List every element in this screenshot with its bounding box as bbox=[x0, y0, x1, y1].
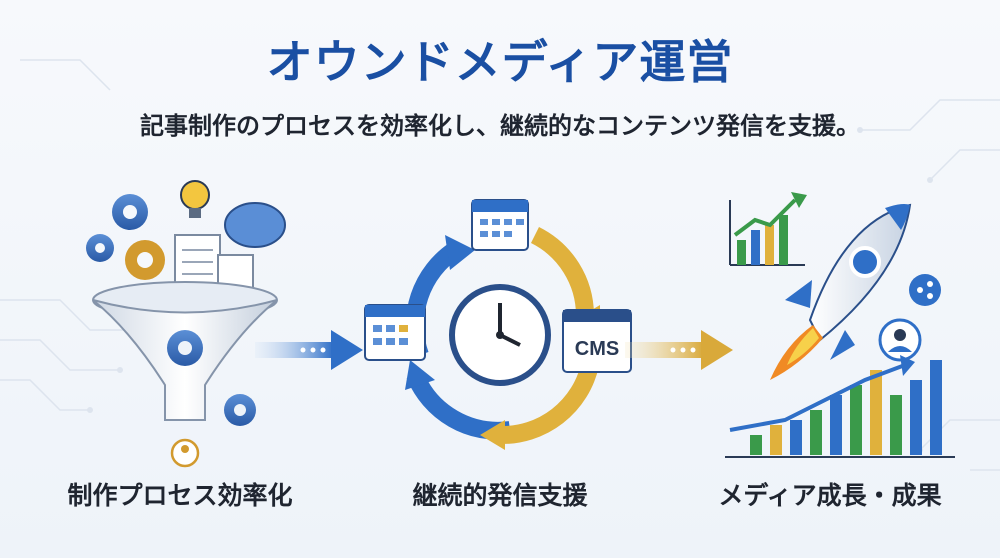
step-caption-continuous: 継続的発信支援 bbox=[412, 481, 588, 510]
cycle-calendar-clock-icon: CMS bbox=[364, 199, 632, 450]
funnel-with-gears-icon bbox=[86, 180, 286, 468]
step-caption-production: 制作プロセス効率化 bbox=[67, 481, 293, 510]
arrow-right-icon bbox=[255, 330, 363, 370]
rocket-growth-chart-icon bbox=[725, 192, 955, 458]
page-title: オウンドメディア運営 bbox=[266, 35, 734, 89]
page-subtitle: 記事制作のプロセスを効率化し、継続的なコンテンツ発信を支援。 bbox=[140, 112, 860, 140]
cms-label: CMS bbox=[575, 338, 619, 360]
step-caption-growth: メディア成長・成果 bbox=[718, 481, 942, 510]
arrow-right-icon bbox=[625, 330, 733, 370]
